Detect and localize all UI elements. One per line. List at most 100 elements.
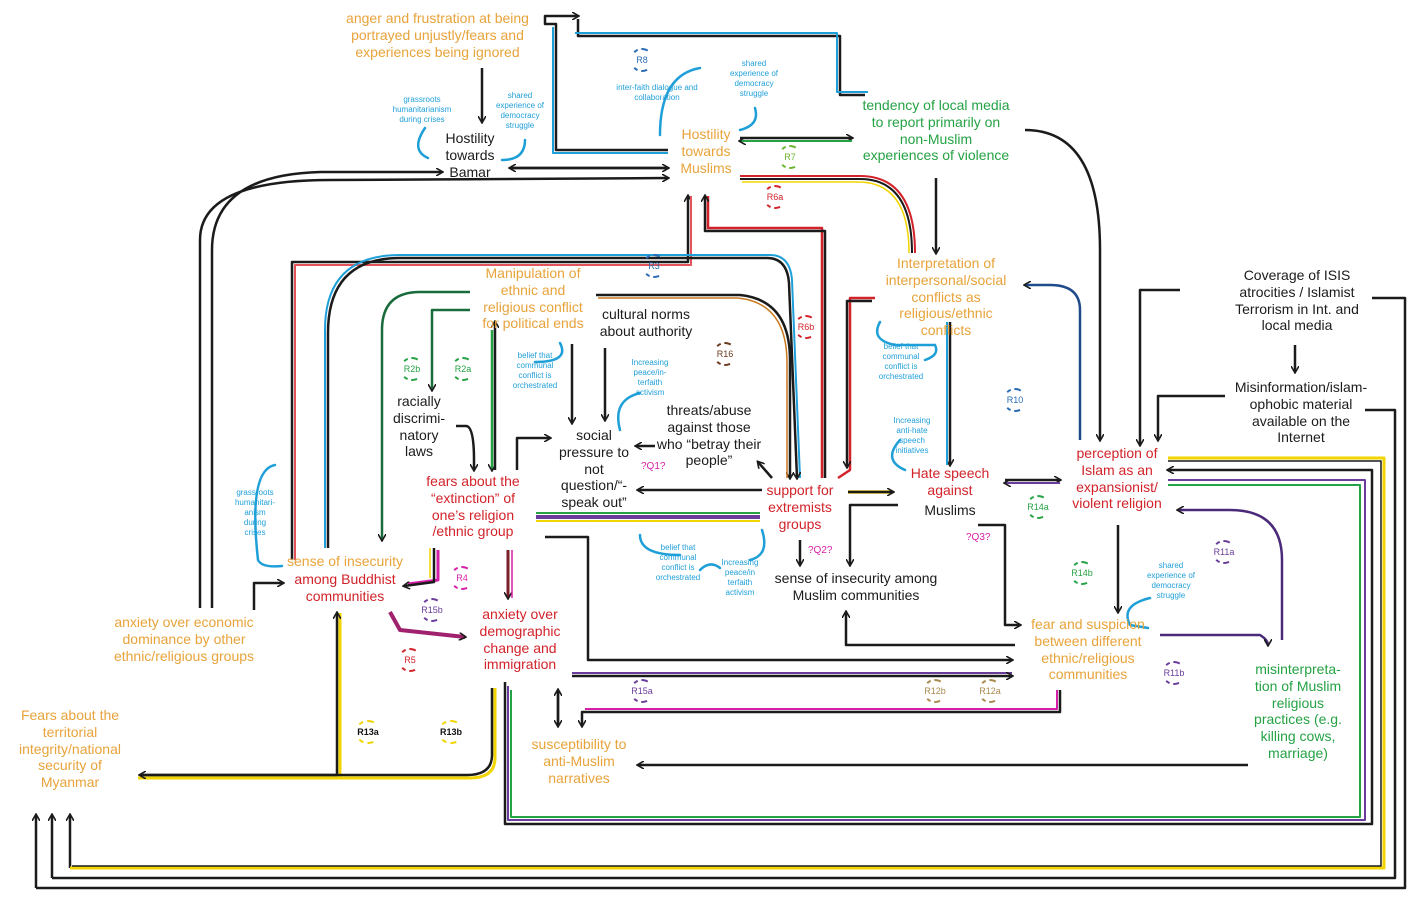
node-perception-islam: perception of Islam as an expansionist/ … — [1072, 445, 1162, 512]
note-belief-1: belief that communal conflict is orchest… — [512, 351, 558, 390]
node-manipulation: Manipulation of ethnic and religious con… — [482, 265, 584, 332]
link-blue-big-black — [326, 256, 797, 548]
link-hate-to-muslim-insec — [850, 503, 898, 565]
loop-R5: R5 — [398, 648, 422, 672]
loop-R3: R3 — [642, 254, 666, 278]
arc-note-grassroots-2 — [254, 463, 284, 568]
node-susceptibility: susceptibility to anti-Muslim narratives — [531, 736, 627, 786]
link-misinfo-to-perception — [1158, 394, 1225, 440]
arc-note-grassroots-1 — [417, 126, 430, 160]
node-anger: anger and frustration at being portrayed… — [346, 10, 529, 60]
node-cultural-norms: cultural norms about authority — [599, 306, 693, 339]
link-bottom-loop-2 — [52, 408, 1397, 880]
loop-R16: R16 — [713, 342, 737, 366]
loop-R11a: R11a — [1212, 540, 1236, 564]
loop-R14b: R14b — [1070, 561, 1094, 585]
loop-R12b: R12b — [923, 679, 947, 703]
link-manip-to-support-2 — [598, 297, 788, 478]
loop-R12a: R12a — [978, 679, 1002, 703]
loop-R13b: R13b — [438, 720, 464, 744]
node-fears-territorial: Fears about the territorial integrity/na… — [19, 707, 121, 791]
link-manip-to-buddhist — [382, 290, 470, 540]
link-interp-to-support-b — [847, 299, 872, 467]
loop-R8: R8 — [630, 48, 654, 72]
link-muslim-insec-to-fear — [978, 523, 1020, 625]
link-fears-to-buddhist — [407, 550, 440, 586]
arc-note-belief-2 — [875, 320, 938, 362]
link-coverage-to-perception — [1140, 288, 1180, 445]
node-hate-speech: Hate speech against — [910, 465, 990, 498]
loop-R6b: R6b — [794, 315, 818, 339]
link-blue-big — [324, 254, 801, 548]
node-coverage-isis: Coverage of ISIS atrocities / Islamist T… — [1235, 267, 1359, 334]
node-social-pressure: social pressure to not question/“- speak… — [558, 427, 630, 511]
link-fear-to-misinterp — [1160, 633, 1268, 645]
note-increasing-peace-2: Increasing peace/in terfaith activism — [721, 558, 759, 597]
node-insecurity-buddhist-a: sense of insecurity — [287, 553, 403, 569]
arc-note-peace-2b — [748, 528, 766, 562]
note-grassroots-2: grassroots humanitari- anism during cris… — [234, 488, 275, 537]
link-green-frame — [510, 484, 1361, 818]
node-support-extremists: support for extremists groups — [766, 482, 834, 532]
link-buddhist-to-anx — [388, 611, 465, 637]
loop-R10: R10 — [1003, 388, 1027, 412]
link-buddhist-to-hm-red — [294, 196, 692, 560]
loop-R2b: R2b — [400, 357, 424, 381]
node-fears-extinction: fears about the “extinction” of one’s re… — [426, 473, 520, 540]
loop-R14a: R14a — [1026, 495, 1050, 519]
link-perception-to-interp — [1025, 285, 1082, 440]
link-interp-to-support — [837, 296, 875, 480]
link-bottom-loop-1 — [36, 296, 1407, 890]
link-support-to-threats — [758, 462, 773, 479]
link-hm-to-anger — [543, 16, 668, 152]
loop-R13a: R13a — [355, 720, 381, 744]
arc-note-peace-1 — [617, 391, 642, 432]
loop-R11b: R11b — [1162, 661, 1186, 685]
loop-R4: R4 — [450, 566, 474, 590]
note-increasing-antihate: Increasing anti-hate speech initiatives — [893, 416, 931, 455]
note-interfaith: inter-faith dialogue and collaboration — [616, 83, 698, 102]
link-bottom-loop-3b — [72, 460, 1382, 867]
node-threats-abuse: threats/abuse against those who “betray … — [656, 402, 762, 469]
link-econ-to-hm — [198, 178, 668, 608]
tag-Q3: ?Q3? — [966, 532, 991, 543]
link-manip-to-support — [596, 293, 790, 478]
node-insecurity-muslim: sense of insecurity among Muslim communi… — [774, 570, 938, 603]
link-econ-to-buddhist — [252, 583, 283, 610]
arc-note-antihate — [891, 438, 907, 472]
note-shared-3: shared experience of democracy struggle — [1146, 561, 1196, 600]
loop-R15a: R15a — [630, 679, 654, 703]
link-hm-loop-to-interp-3 — [742, 181, 910, 254]
link-fears-to-buddhist-b — [404, 548, 436, 586]
tag-Q1: ?Q1? — [641, 461, 666, 472]
link-fear-to-sus — [582, 690, 1062, 726]
node-racial-laws: racially discrimi- natory laws — [392, 393, 446, 460]
link-buddhist-to-hm — [290, 196, 688, 560]
link-misinterp-to-perception — [1178, 510, 1284, 640]
link-racial-to-fears — [456, 424, 474, 470]
link-hm-loop-to-interp — [740, 175, 916, 254]
loop-R7: R7 — [778, 145, 802, 169]
node-anxiety-demographic: anxiety over demographic change and immi… — [479, 606, 561, 673]
node-misinterpretation: misinterpreta- tion of Muslim religious … — [1254, 661, 1342, 761]
note-belief-2: belief that communal conflict is orchest… — [878, 342, 924, 381]
link-support-to-hm-black — [705, 196, 827, 478]
note-shared-2: shared experience of democracy struggle — [729, 59, 779, 98]
link-anx-to-territorial-b — [140, 688, 494, 775]
arc-note-shared-1 — [500, 138, 527, 162]
node-fear-suspicion: fear and suspicion between different eth… — [1031, 616, 1145, 683]
node-misinformation: Misinformation/islam- ophobic material a… — [1234, 379, 1368, 446]
arc-note-peace-2 — [698, 563, 722, 572]
link-fear-to-muslim-insec — [846, 612, 1015, 647]
arc-note-belief-1 — [533, 341, 564, 364]
note-increasing-peace-1: Increasing peace/in- terfaith activism — [631, 358, 669, 397]
note-grassroots-1: grassroots humanitarianism during crises — [392, 95, 452, 124]
node-insecurity-buddhist-b: among Buddhist communities — [294, 571, 396, 604]
link-media-to-anger-blue — [575, 32, 868, 93]
node-anxiety-economic: anxiety over economic dominance by other… — [113, 614, 255, 664]
link-hm-to-anger-blue — [552, 27, 668, 154]
link-anx-to-territorial — [140, 688, 497, 780]
link-bottom-loop-3 — [70, 456, 1386, 870]
loop-R15b: R15b — [420, 598, 444, 622]
